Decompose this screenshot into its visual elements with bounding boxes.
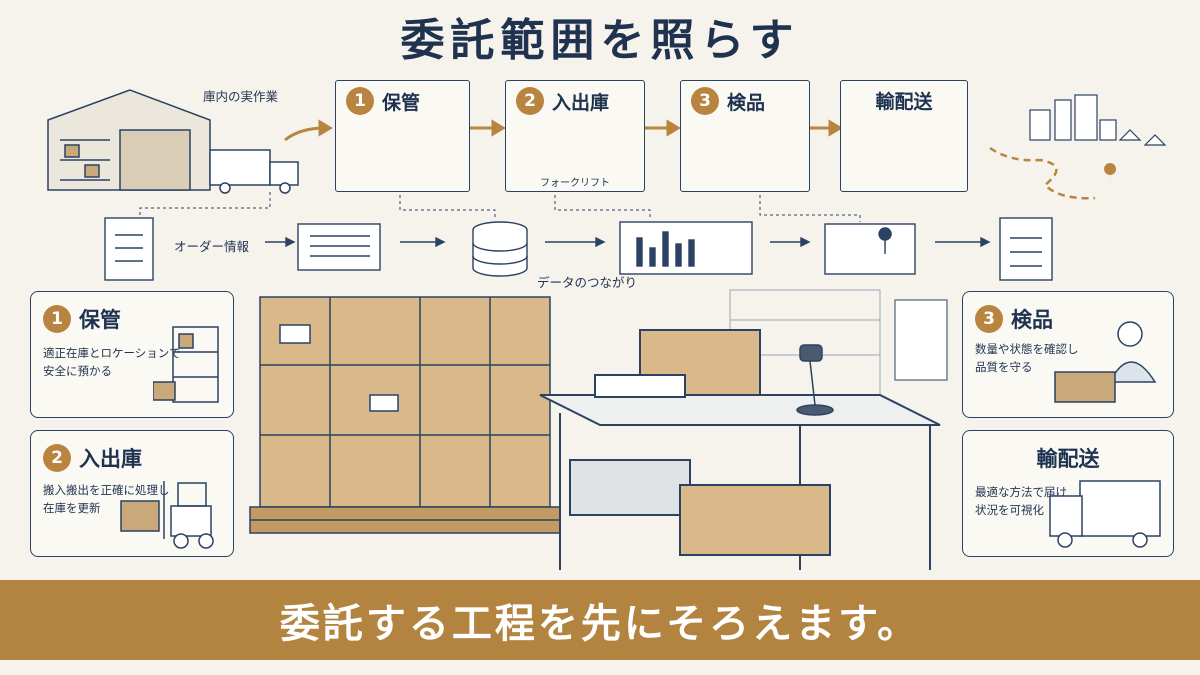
- flow-arrows: [284, 119, 843, 142]
- step-label: 保管: [382, 91, 421, 114]
- step-number: 3: [691, 87, 719, 115]
- panel-number: 1: [43, 305, 71, 333]
- truck-icon: [1049, 480, 1161, 548]
- side-panel-delivery: 輸配送 最適な方法で届け 状況を可視化: [962, 430, 1174, 557]
- forklift-icon: [120, 481, 214, 549]
- side-panel-inspection: 3 検品 数量や状態を確認し 品質を守る: [962, 291, 1174, 418]
- step-label: 入出庫: [552, 91, 610, 114]
- step-number: 1: [346, 87, 374, 115]
- monitor-icon: [297, 223, 381, 271]
- info-row-illustration: [104, 217, 1053, 281]
- bottom-banner: 委託する工程を先にそろえます。: [0, 580, 1200, 660]
- pin-icon: [1104, 163, 1117, 190]
- flow-step-delivery: 輸配送: [840, 80, 968, 192]
- city-icon: [1029, 94, 1167, 146]
- warehouse-icon: [47, 89, 211, 191]
- panel-number: 3: [975, 305, 1003, 333]
- pallet-boxes-icon: [249, 296, 561, 534]
- panel-desc-line: 安全に預かる: [43, 364, 112, 378]
- flow-step-storage: 1 保管: [335, 80, 470, 192]
- flow-step-inspection: 3 検品: [680, 80, 810, 192]
- flow-step-inout: 2 入出庫 フォークリフト: [505, 80, 645, 192]
- panel-title: 保管: [79, 308, 121, 332]
- page-title: 委託範囲を照らす: [400, 15, 800, 66]
- data-connection-label: データのつながり: [537, 275, 638, 290]
- database-icon: [472, 221, 528, 277]
- panel-desc-line: 最適な方法で届け: [975, 485, 1067, 499]
- panel-desc-line: 搬入搬出を正確に処理し: [43, 483, 170, 497]
- panel-title: 輸配送: [1036, 447, 1100, 471]
- side-panel-inout: 2 入出庫 搬入搬出を正確に処理し 在庫を更新: [30, 430, 234, 557]
- panel-title: 検品: [1011, 308, 1053, 332]
- panel-desc-line: 状況を可視化: [975, 503, 1044, 517]
- panel-desc-line: 数量や状態を確認し: [975, 342, 1079, 356]
- wall-clipboard-icon: [894, 299, 948, 381]
- central-illustration: [249, 289, 948, 570]
- step-label: 検品: [727, 91, 766, 114]
- step-number: 2: [516, 87, 544, 115]
- step-label: 輸配送: [875, 91, 933, 113]
- barcode-scanner-icon: [796, 344, 834, 416]
- panel-desc-line: 在庫を更新: [43, 501, 101, 515]
- warehouse-label: 庫内の実作業: [203, 89, 279, 104]
- side-panel-storage: 1 保管 適正在庫とロケーションで 安全に預かる: [30, 291, 234, 418]
- work-table-icon: [539, 329, 941, 570]
- shelf-icon: [153, 326, 219, 403]
- clipboard-icon: [104, 217, 154, 281]
- panel-desc-line: 適正在庫とロケーションで: [43, 346, 181, 360]
- forklift-caption: フォークリフト: [540, 178, 610, 189]
- map-monitor-icon: [824, 223, 916, 275]
- panel-number: 2: [43, 444, 71, 472]
- small-truck-icon: [209, 149, 299, 194]
- banner-text: 委託する工程を先にそろえます。: [279, 600, 921, 647]
- panel-title: 入出庫: [79, 447, 142, 471]
- route-line: [989, 146, 1096, 200]
- inspector-icon: [1054, 321, 1157, 403]
- connector-lines: [139, 192, 861, 222]
- panel-desc-line: 品質を守る: [975, 360, 1033, 374]
- order-info-label: オーダー情報: [174, 239, 250, 254]
- document-icon: [999, 217, 1053, 281]
